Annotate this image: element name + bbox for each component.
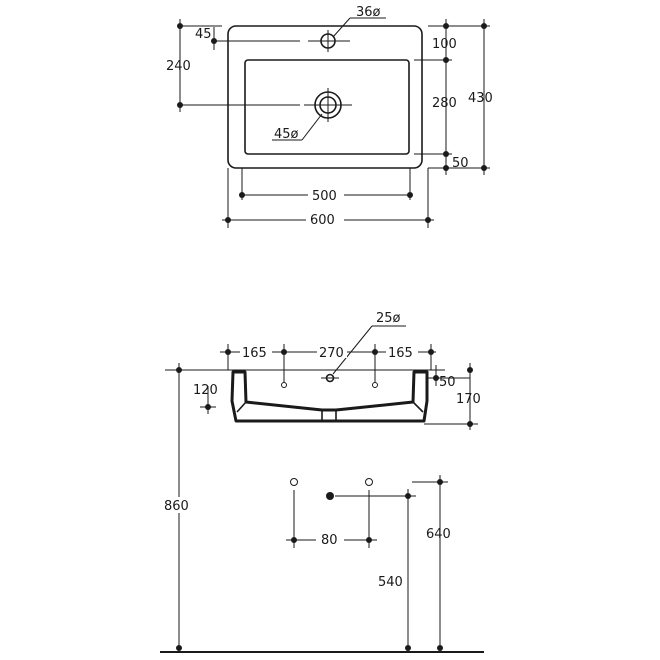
label-drain-diameter: 45ø bbox=[274, 127, 299, 142]
label-front-hole: 25ø bbox=[376, 311, 401, 326]
label-hole-height: 120 bbox=[193, 383, 218, 398]
label-install-height: 860 bbox=[164, 499, 189, 514]
label-inner-width: 500 bbox=[312, 189, 337, 204]
label-total-depth: 430 bbox=[468, 91, 493, 106]
label-edge-front: 50 bbox=[452, 156, 469, 171]
leader-front-hole bbox=[332, 325, 373, 375]
label-total-width: 600 bbox=[310, 213, 335, 228]
label-supply-height: 640 bbox=[426, 527, 451, 542]
label-rim: 50 bbox=[439, 375, 456, 390]
basin-outer-outline bbox=[227, 25, 423, 169]
label-center-span: 270 bbox=[319, 346, 344, 361]
wall-connections: 80 540 640 bbox=[160, 475, 484, 653]
waste-outlet bbox=[326, 492, 334, 500]
basin-section bbox=[230, 370, 429, 423]
leader-tap bbox=[332, 17, 351, 38]
label-tap-diameter: 36ø bbox=[356, 5, 381, 20]
label-tap-offset: 45 bbox=[195, 27, 212, 42]
front-view: 25ø 165 270 165 120 50 170 bbox=[160, 311, 481, 652]
label-right-margin: 165 bbox=[388, 346, 413, 361]
label-basin-depth: 280 bbox=[432, 96, 457, 111]
front-side-hole-left bbox=[281, 382, 287, 388]
label-drain-offset: 240 bbox=[166, 59, 191, 74]
supply-left bbox=[290, 478, 298, 486]
label-edge-back: 100 bbox=[432, 37, 457, 52]
front-side-hole-right bbox=[372, 382, 378, 388]
top-view: 36ø 45ø 45 240 430 bbox=[166, 5, 493, 228]
label-left-margin: 165 bbox=[242, 346, 267, 361]
basin-inner-outline bbox=[244, 59, 410, 155]
label-pipe-spacing: 80 bbox=[321, 533, 338, 548]
leader-drain bbox=[301, 113, 323, 141]
label-drain-height: 540 bbox=[378, 575, 403, 590]
supply-right bbox=[365, 478, 373, 486]
label-basin-height: 170 bbox=[456, 392, 481, 407]
